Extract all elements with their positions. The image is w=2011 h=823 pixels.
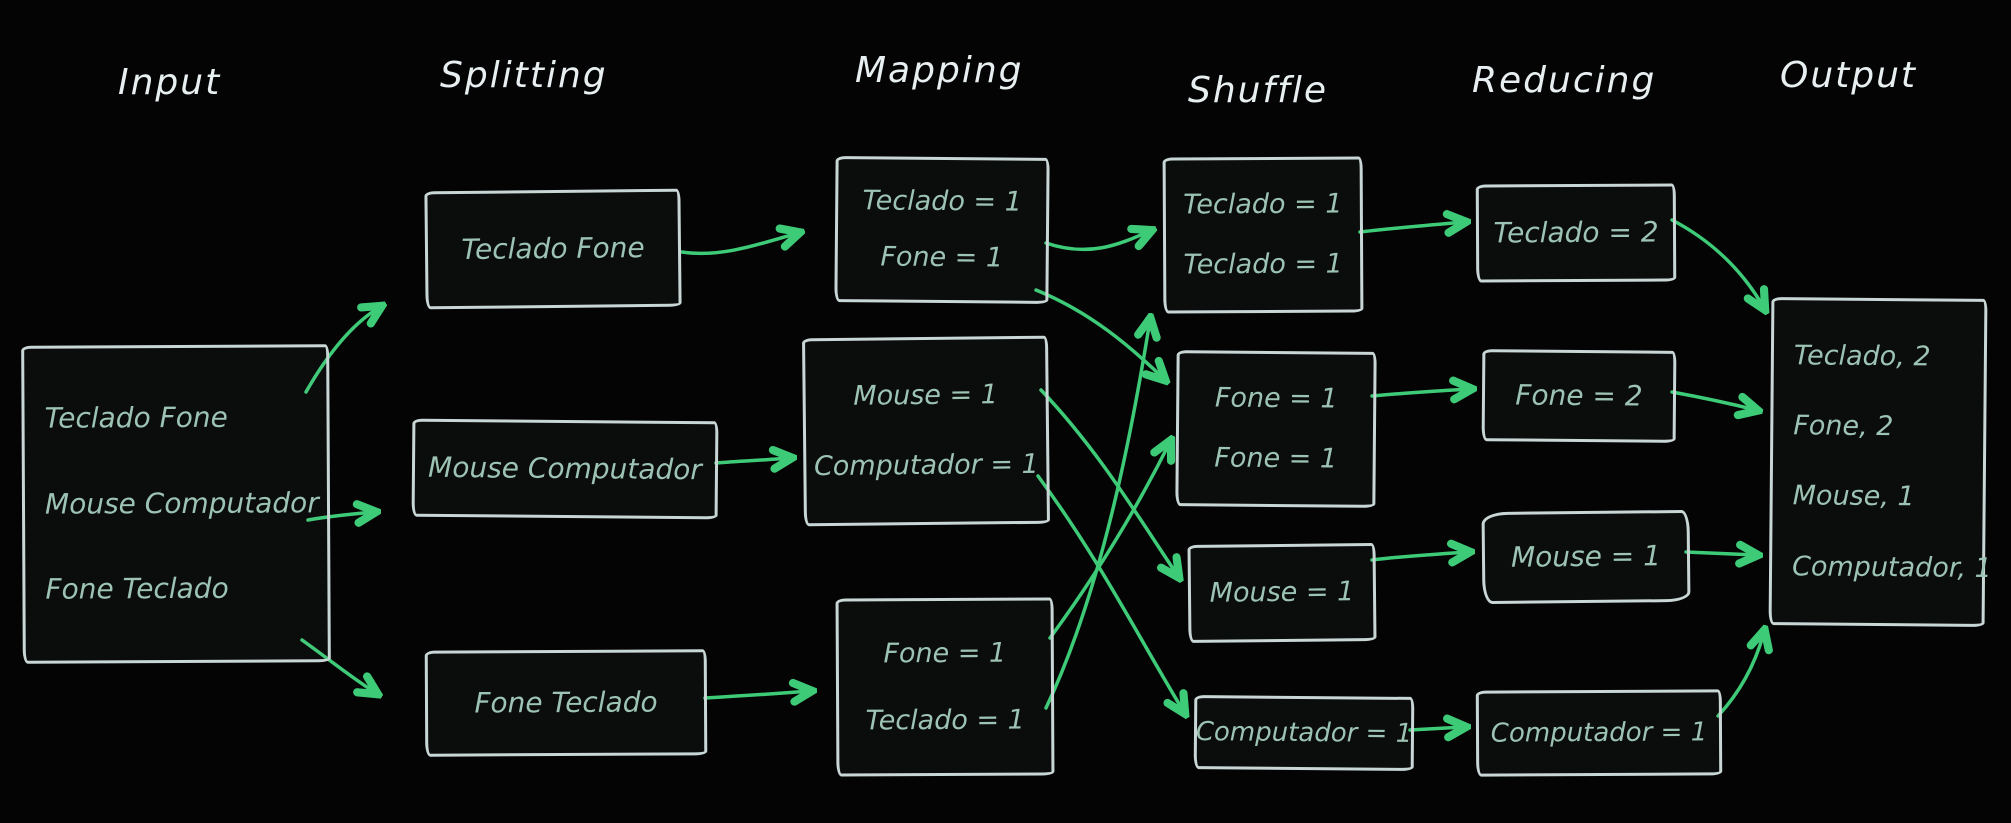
map-line: Fone = 1 — [883, 637, 1007, 669]
arrow-map1-teclado-to-shuffle1 — [1044, 231, 1150, 252]
mapping-box-2: Mouse = 1 Computador = 1 — [802, 335, 1050, 527]
arrow-shuffle2-to-red2 — [1370, 389, 1470, 396]
splitting-box-2: Mouse Computador — [411, 418, 719, 520]
input-line: Teclado Fone — [44, 400, 228, 435]
reducing-box-1: Teclado = 2 — [1475, 183, 1677, 283]
arrow-red4-to-output — [1716, 632, 1764, 718]
shuffle-line: Computador = 1 — [1195, 716, 1413, 749]
reduce-line: Computador = 1 — [1490, 717, 1708, 749]
input-line: Fone Teclado — [45, 571, 229, 606]
arrow-split2-to-map2 — [714, 458, 790, 463]
arrow-red1-to-output — [1670, 218, 1764, 308]
arrow-split1-to-map1 — [680, 233, 798, 256]
header-splitting: Splitting — [440, 55, 608, 96]
arrow-shuffle4-to-red4 — [1408, 727, 1464, 730]
input-line: Mouse Computador — [44, 485, 319, 521]
output-box: Teclado, 2 Fone, 2 Mouse, 1 Computador, … — [1768, 297, 1992, 627]
reducing-box-4: Computador = 1 — [1475, 689, 1723, 777]
header-output: Output — [1780, 55, 1918, 96]
map-line: Mouse = 1 — [853, 379, 999, 412]
shuffle-line: Fone = 1 — [1214, 442, 1338, 475]
shuffle-box-1: Teclado = 1 Teclado = 1 — [1162, 156, 1364, 314]
input-box: Teclado Fone Mouse Computador Fone Tecla… — [21, 344, 331, 664]
arrow-map2-computador-to-shuffle4 — [1036, 474, 1184, 712]
shuffle-box-4: Computador = 1 — [1193, 695, 1415, 771]
arrow-map2-mouse-to-shuffle3 — [1039, 388, 1178, 576]
arrow-map3-fone-to-shuffle2 — [1048, 442, 1170, 640]
shuffle-line: Teclado = 1 — [1183, 188, 1343, 221]
shuffle-line: Mouse = 1 — [1209, 576, 1355, 609]
reduce-line: Fone = 2 — [1515, 378, 1643, 413]
header-input: Input — [118, 62, 222, 103]
reducing-box-2: Fone = 2 — [1481, 349, 1677, 443]
reducing-box-3: Mouse = 1 — [1481, 509, 1691, 605]
arrow-red2-to-output — [1670, 390, 1756, 410]
output-line: Computador, 1 — [1791, 550, 1992, 584]
header-mapping: Mapping — [855, 50, 1024, 91]
reduce-line: Mouse = 1 — [1510, 538, 1662, 574]
output-line: Mouse, 1 — [1792, 480, 1915, 513]
reduce-line: Teclado = 2 — [1493, 215, 1659, 250]
arrow-red3-to-output — [1684, 552, 1756, 555]
map-line: Teclado = 1 — [862, 185, 1023, 218]
header-shuffle: Shuffle — [1188, 70, 1328, 111]
arrow-shuffle1-to-red1 — [1358, 222, 1464, 232]
split-line: Fone Teclado — [474, 685, 658, 720]
shuffle-line: Fone = 1 — [1214, 382, 1338, 415]
header-reducing: Reducing — [1472, 60, 1657, 101]
splitting-box-1: Teclado Fone — [424, 188, 682, 310]
split-line: Mouse Computador — [427, 450, 703, 486]
mapping-box-1: Teclado = 1 Fone = 1 — [834, 156, 1050, 304]
arrow-split3-to-map3 — [703, 691, 810, 698]
arrow-map1-fone-to-shuffle2 — [1034, 288, 1164, 379]
map-line: Fone = 1 — [880, 241, 1004, 274]
mapping-box-3: Fone = 1 Teclado = 1 — [835, 597, 1055, 777]
shuffle-box-2: Fone = 1 Fone = 1 — [1175, 350, 1377, 508]
split-line: Teclado Fone — [461, 230, 645, 266]
splitting-box-3: Fone Teclado — [424, 649, 708, 757]
shuffle-line: Teclado = 1 — [1183, 248, 1343, 281]
output-line: Fone, 2 — [1793, 410, 1894, 443]
arrow-shuffle3-to-red3 — [1370, 552, 1468, 560]
shuffle-box-3: Mouse = 1 — [1187, 543, 1377, 643]
map-line: Teclado = 1 — [865, 704, 1025, 737]
map-line: Computador = 1 — [813, 449, 1039, 483]
arrow-map3-teclado-to-shuffle1 — [1044, 320, 1150, 710]
output-line: Teclado, 2 — [1793, 339, 1931, 373]
